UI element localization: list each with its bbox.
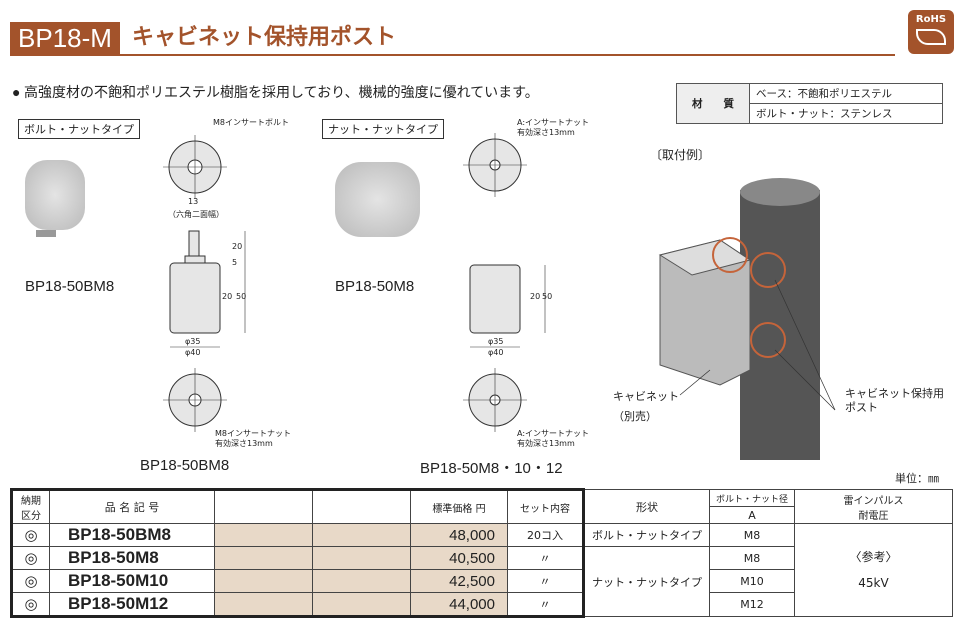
blank-cell <box>312 546 411 570</box>
dim-d35: φ35 <box>185 337 201 346</box>
header-price: 標準価格 円 <box>410 488 508 524</box>
product-name: BP18-50BM8 <box>25 278 115 295</box>
drawing-bolt-nut <box>163 135 246 432</box>
dim-neck: 20 <box>222 292 233 301</box>
bolt-size: M8 <box>709 523 795 547</box>
product-code: BP18-50BM8 <box>49 523 215 547</box>
header-impulse: 雷インパルス耐電圧 <box>794 489 953 524</box>
drawing-name: BP18-50BM8 <box>140 457 230 474</box>
product-table: 納期区分 品 名 記 号 標準価格 円 セット内容 形状 ボルト・ナット径 雷イ… <box>10 488 953 618</box>
shape: ナット・ナットタイプ <box>583 546 710 617</box>
material-bolt: ボルト・ナット：ステンレス <box>749 103 943 124</box>
blank-cell <box>214 523 313 547</box>
note-insert-nut-top: A:インサートナット <box>517 118 590 127</box>
dim-hex: 13 <box>188 197 199 206</box>
delivery-mark: ◎ <box>10 546 50 570</box>
blank-cell <box>312 523 411 547</box>
product-code: BP18-50M10 <box>49 569 215 593</box>
product-code: BP18-50M8 <box>49 546 215 570</box>
price: 48,000 <box>410 523 508 547</box>
model-badge: BP18-M <box>10 22 120 54</box>
bolt-size: M12 <box>709 592 795 617</box>
product-name: BP18-50M8 <box>335 278 415 295</box>
material-base: ベース：不飽和ポリエステル <box>749 83 943 104</box>
post-label-2: ポスト <box>845 401 878 414</box>
dim-d40: φ40 <box>488 348 504 357</box>
set-content: 20コ入 <box>507 523 585 547</box>
table-row: ◎ BP18-50M12 44,000 〃 M12 <box>10 592 953 618</box>
note-insert-bolt: M8インサートボルト <box>213 118 289 127</box>
set-content: 〃 <box>507 592 585 618</box>
title-rule <box>10 54 895 56</box>
note-insert-nut-bottom: A:インサートナット <box>517 429 590 438</box>
leaf-icon <box>916 29 946 45</box>
bolt-stud <box>36 230 56 237</box>
note-depth-bottom: 有効深さ13mm <box>517 439 575 448</box>
product-photo-nut-nut <box>335 162 420 237</box>
drawing-name: BP18-50M8・10・12 <box>420 460 563 477</box>
product-code: BP18-50M12 <box>49 592 215 618</box>
blank-cell <box>214 546 313 570</box>
note-hex: （六角二面幅） <box>168 210 224 219</box>
mounting-illustration <box>658 178 836 460</box>
price: 42,500 <box>410 569 508 593</box>
header-set: セット内容 <box>507 488 585 524</box>
drawing-nut-nut <box>463 133 546 432</box>
dim-height: 50 <box>542 292 553 301</box>
table-row: ◎ BP18-50BM8 48,000 20コ入 ボルト・ナットタイプ M8 〈… <box>10 523 953 617</box>
rohs-label: RoHS <box>915 14 947 25</box>
header-delivery: 納期区分 <box>10 488 50 524</box>
description: ● 高強度材の不飽和ポリエステル樹脂を採用しており、機械的強度に優れています。 <box>12 86 539 101</box>
table-row: ◎ BP18-50M8 40,500 〃 ナット・ナットタイプ M8 <box>10 546 953 617</box>
delivery-mark: ◎ <box>10 523 50 547</box>
blank-cell <box>312 592 411 618</box>
header-bolt: ボルト・ナット径 <box>709 489 795 507</box>
cabinet-note: （別売） <box>613 410 657 423</box>
delivery-mark: ◎ <box>10 592 50 618</box>
cabinet-label: キャビネット <box>613 390 679 403</box>
header-blank <box>312 488 411 524</box>
example-label: 〔取付例〕 <box>650 148 711 162</box>
header-code: 品 名 記 号 <box>49 488 215 524</box>
note-insert-nut: M8インサートナット <box>215 429 291 438</box>
note-depth: 有効深さ13mm <box>215 439 273 448</box>
header-bolt-sub: A <box>709 506 795 524</box>
header-blank <box>214 488 313 524</box>
material-label: 材 質 <box>676 83 750 124</box>
header-shape: 形状 <box>583 489 710 524</box>
dim-neck: 20 <box>530 292 541 301</box>
table-row: ◎ BP18-50M10 42,500 〃 M10 <box>10 569 953 593</box>
blank-cell <box>312 569 411 593</box>
page-title: キャビネット保持用ポスト <box>132 25 397 50</box>
price: 44,000 <box>410 592 508 618</box>
rohs-badge: RoHS <box>908 10 954 54</box>
dim-height: 50 <box>236 292 247 301</box>
dim-d35: φ35 <box>488 337 504 346</box>
description-text: 高強度材の不飽和ポリエステル樹脂を採用しており、機械的強度に優れています。 <box>23 86 539 101</box>
post-label: キャビネット保持用 <box>845 387 944 400</box>
product-photo-bolt-nut <box>25 160 85 230</box>
material-table: 材 質 ベース：不飽和ポリエステル ボルト・ナット：ステンレス <box>676 83 943 124</box>
unit-label: 単位：㎜ <box>895 472 939 485</box>
note-depth-top: 有効深さ13mm <box>517 128 575 137</box>
bolt-size: M10 <box>709 569 795 593</box>
bolt-size: M8 <box>709 546 795 570</box>
blank-cell <box>214 569 313 593</box>
set-content: 〃 <box>507 569 585 593</box>
dim-bolt-length: 20 <box>232 242 243 251</box>
type-label-bolt-nut: ボルト・ナットタイプ <box>18 119 140 139</box>
impulse-value: 〈参考〉45kV <box>794 523 953 617</box>
dim-d40: φ40 <box>185 348 201 357</box>
type-label-nut-nut: ナット・ナットタイプ <box>322 119 444 139</box>
shape: ボルト・ナットタイプ <box>583 523 710 547</box>
delivery-mark: ◎ <box>10 569 50 593</box>
dim-washer: 5 <box>232 258 238 267</box>
set-content: 〃 <box>507 546 585 570</box>
blank-cell <box>214 592 313 618</box>
price: 40,500 <box>410 546 508 570</box>
